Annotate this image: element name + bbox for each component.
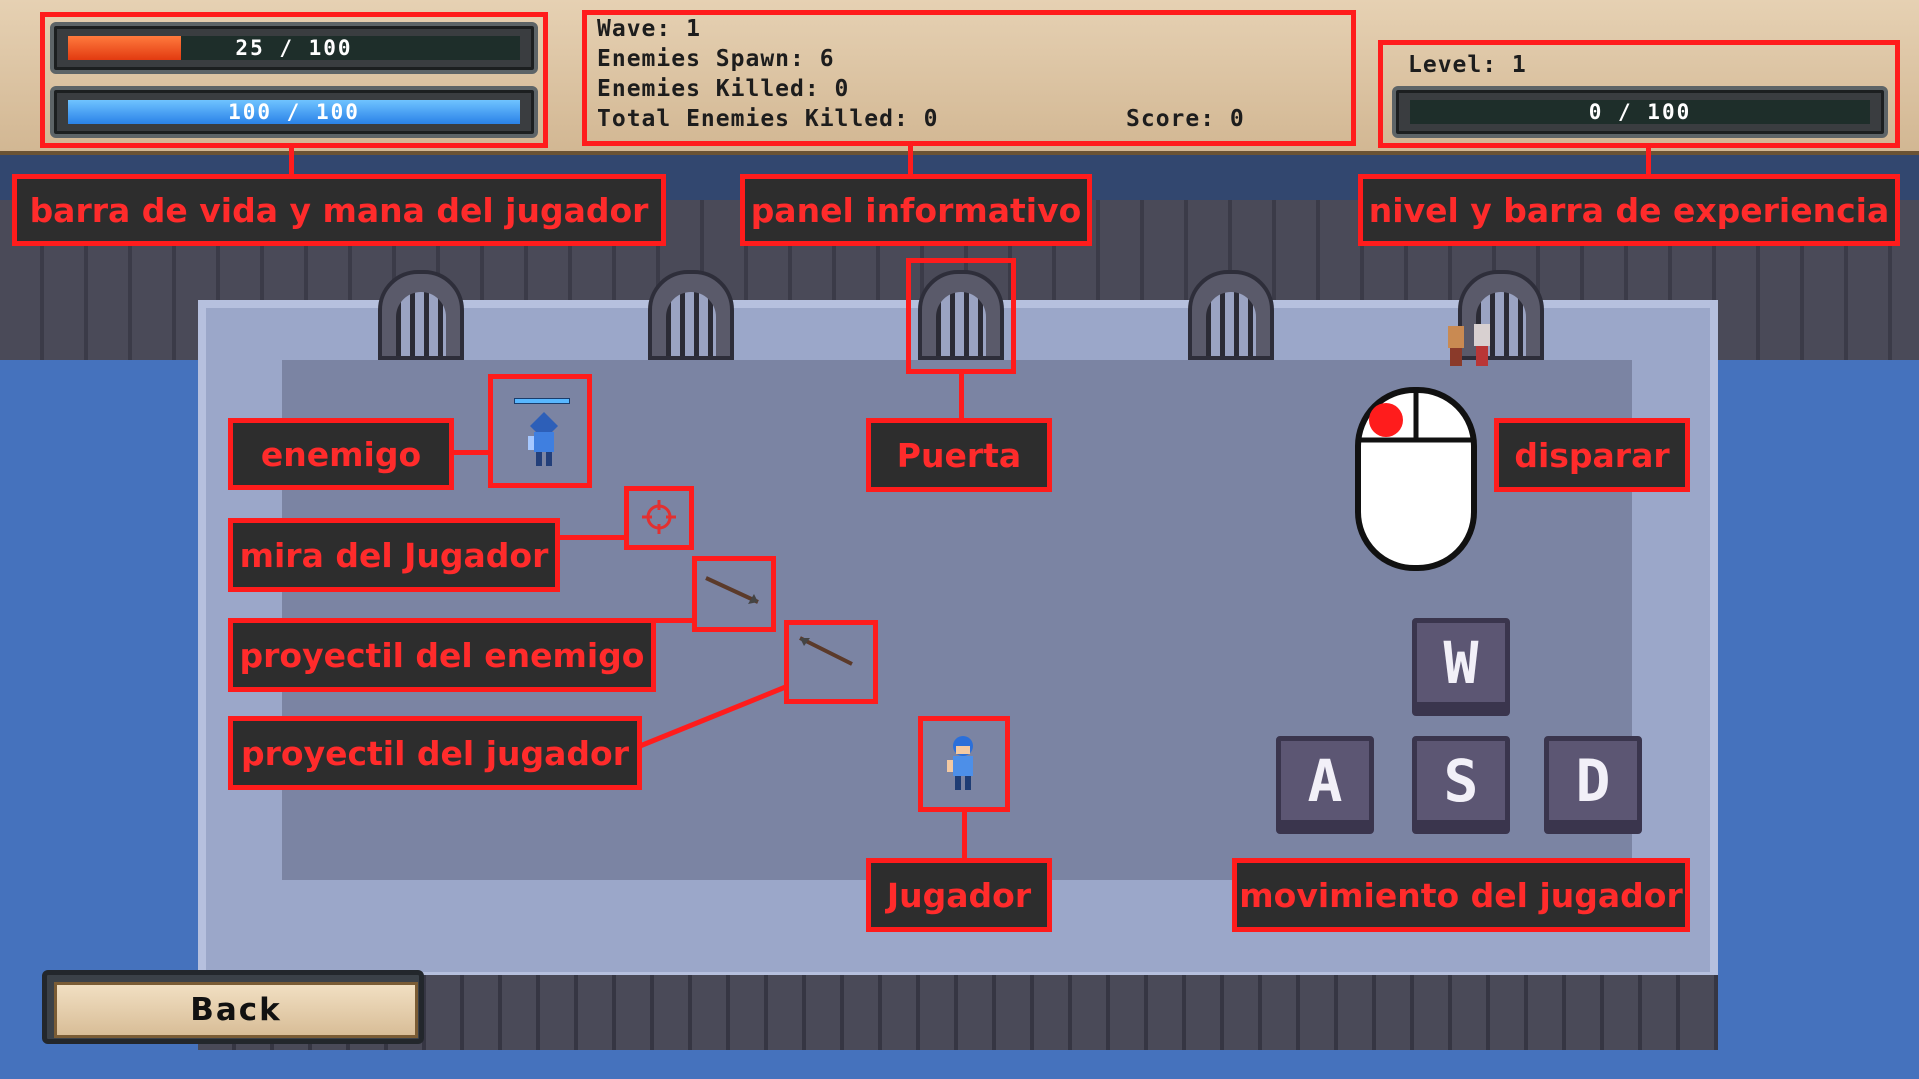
key-s-icon: S bbox=[1412, 736, 1510, 834]
annotation-player: Jugador bbox=[866, 858, 1052, 932]
mana-bar: 100 / 100 bbox=[50, 86, 538, 138]
annotation-level-xp: nivel y barra de experiencia bbox=[1358, 174, 1900, 246]
mana-bar-fill bbox=[68, 100, 520, 124]
highlight-door bbox=[906, 258, 1016, 374]
highlight-player bbox=[918, 716, 1010, 812]
highlight-player-projectile bbox=[784, 620, 878, 704]
connector-line bbox=[289, 148, 294, 174]
connector-line bbox=[639, 683, 789, 749]
connector-line bbox=[959, 374, 964, 420]
enemy-health-bar bbox=[514, 398, 570, 404]
crosshair-icon bbox=[642, 500, 676, 534]
highlight-level-xp bbox=[1378, 40, 1900, 148]
annotation-enemy: enemigo bbox=[228, 418, 454, 490]
annotation-crosshair: mira del Jugador bbox=[228, 518, 560, 592]
annotation-enemy-projectile: proyectil del enemigo bbox=[228, 618, 656, 692]
highlight-crosshair bbox=[624, 486, 694, 550]
connector-line bbox=[654, 618, 694, 623]
arrow-icon bbox=[705, 576, 759, 604]
health-bar-fill bbox=[68, 36, 181, 60]
total-killed-text: Total Enemies Killed: 0 bbox=[597, 106, 939, 132]
player-sprite bbox=[947, 736, 973, 790]
castle-gate bbox=[918, 270, 1004, 360]
back-button-label: Back bbox=[54, 982, 418, 1038]
key-a-icon: A bbox=[1276, 736, 1374, 834]
highlight-enemy bbox=[488, 374, 592, 488]
annotation-player-projectile: proyectil del jugador bbox=[228, 716, 642, 790]
annotation-health-mana: barra de vida y mana del jugador bbox=[12, 174, 666, 246]
enemy-spawn-sprites bbox=[1448, 324, 1490, 366]
health-bar: 25 / 100 bbox=[50, 22, 538, 74]
level-text: Level: 1 bbox=[1408, 52, 1527, 78]
connector-line bbox=[908, 146, 913, 174]
annotation-movement: movimiento del jugador bbox=[1232, 858, 1690, 932]
arrow-icon bbox=[799, 636, 853, 666]
highlight-health-mana bbox=[40, 12, 548, 148]
key-d-icon: D bbox=[1544, 736, 1642, 834]
enemies-spawn-text: Enemies Spawn: 6 bbox=[597, 46, 835, 72]
key-w-icon: W bbox=[1412, 618, 1510, 716]
connector-line bbox=[962, 812, 967, 858]
castle-gate bbox=[378, 270, 464, 360]
castle-gate bbox=[1188, 270, 1274, 360]
connector-line bbox=[1646, 148, 1651, 174]
castle-gate bbox=[1458, 270, 1544, 360]
castle-gate bbox=[648, 270, 734, 360]
highlight-enemy-projectile bbox=[692, 556, 776, 632]
annotation-door: Puerta bbox=[866, 418, 1052, 492]
health-text: 25 / 100 bbox=[235, 36, 353, 60]
enemy-sprite bbox=[528, 412, 558, 466]
wave-text: Wave: 1 bbox=[597, 16, 701, 42]
score-text: Score: 0 bbox=[1126, 106, 1245, 132]
xp-text: 0 / 100 bbox=[1588, 100, 1692, 124]
annotation-shoot: disparar bbox=[1494, 418, 1690, 492]
enemies-killed-text: Enemies Killed: 0 bbox=[597, 76, 850, 102]
connector-line bbox=[452, 450, 490, 455]
xp-bar: 0 / 100 bbox=[1392, 86, 1888, 138]
bottom-wall bbox=[198, 975, 1718, 1050]
highlight-info-panel bbox=[582, 10, 1356, 146]
mana-text: 100 / 100 bbox=[228, 100, 360, 124]
connector-line bbox=[556, 535, 626, 540]
annotation-info-panel: panel informativo bbox=[740, 174, 1092, 246]
mouse-left-click-icon bbox=[1355, 387, 1477, 571]
back-button[interactable]: Back bbox=[42, 970, 424, 1044]
